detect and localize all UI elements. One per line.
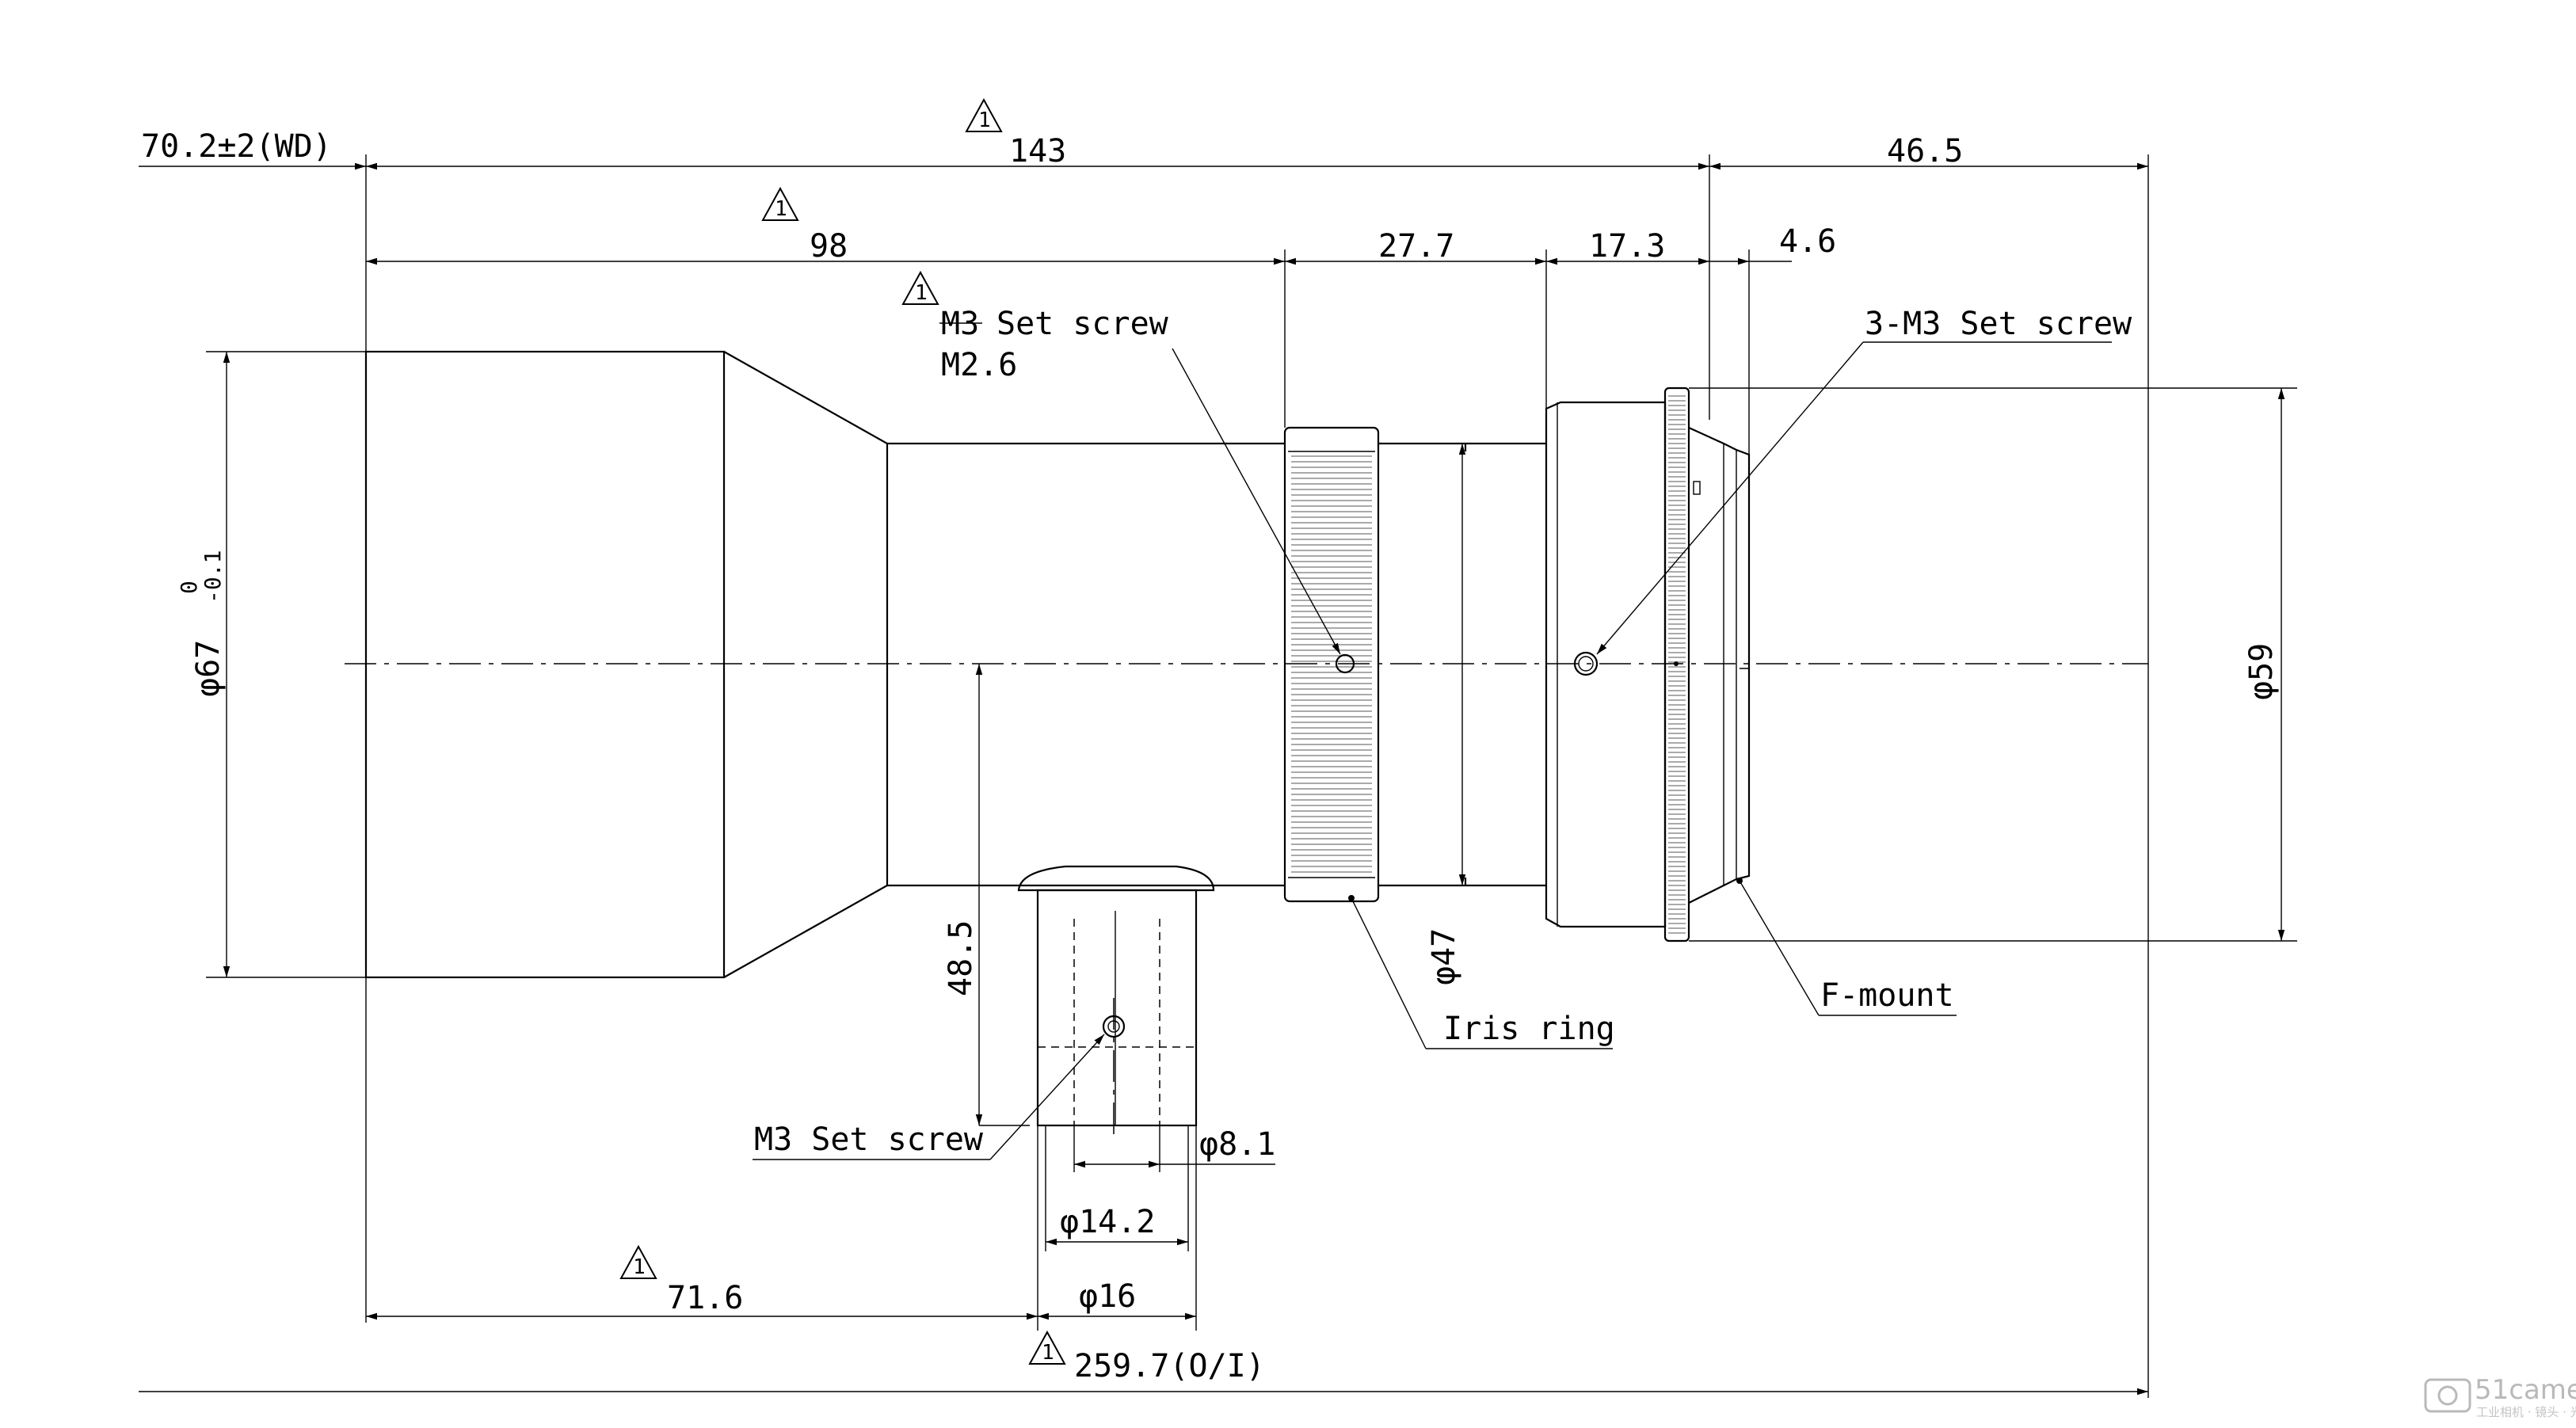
length-46-5-label: 46.5 xyxy=(1887,133,1963,169)
revision-triangle: 1 xyxy=(762,188,798,221)
m2-6-set-screw-hole xyxy=(1335,653,1355,674)
tripod-mount xyxy=(1017,865,1215,1140)
total-length-label: 259.7(O/I) xyxy=(1074,1348,1265,1384)
watermark-brand: 51camera xyxy=(2475,1374,2576,1406)
flange-knurling xyxy=(1668,395,1686,934)
length-4-6-label: 4.6 xyxy=(1779,223,1836,260)
wd-dimension-label: 70.2±2(WD) xyxy=(141,128,332,165)
front-barrel xyxy=(364,350,726,979)
dia-59-label: φ59 xyxy=(2243,643,2280,700)
svg-text:1: 1 xyxy=(633,1255,646,1279)
svg-text:1: 1 xyxy=(775,197,787,221)
top-screw-label: Set screw xyxy=(996,306,1169,342)
dia-16-label: φ16 xyxy=(1079,1278,1136,1315)
revision-triangle: 1 xyxy=(902,272,939,305)
revision-marks: 1 1 1 1 1 xyxy=(620,99,1065,1365)
length-98-label: 98 xyxy=(810,228,848,265)
camera-logo-icon xyxy=(2424,1378,2471,1413)
top-screw-new-size: M2.6 xyxy=(941,347,1017,383)
length-17-3-label: 17.3 xyxy=(1589,228,1665,265)
height-48-5-label: 48.5 xyxy=(943,920,979,996)
lens-body xyxy=(345,350,2148,979)
f-mount-bayonet xyxy=(1688,426,1751,904)
watermark-tagline: 工业相机 · 镜头 · 光源 xyxy=(2476,1405,2576,1419)
revision-triangle: 1 xyxy=(1029,1331,1065,1365)
dia-14-2-label: φ14.2 xyxy=(1060,1204,1155,1240)
length-27-7-label: 27.7 xyxy=(1378,228,1454,265)
revision-triangle: 1 xyxy=(966,99,1002,132)
dimension-labels: 70.2±2(WD) 143 46.5 98 27.7 17.3 4.6 φ67… xyxy=(141,128,2280,1384)
iris-ring-label: Iris ring xyxy=(1443,1011,1615,1047)
revision-triangle: 1 xyxy=(620,1246,657,1279)
main-tube xyxy=(887,442,1285,887)
tripod-mount-thread xyxy=(1037,1046,1197,1126)
mount-flange xyxy=(1663,387,1690,942)
length-71-6-label: 71.6 xyxy=(667,1280,743,1316)
dia-8-1-label: φ8.1 xyxy=(1199,1126,1275,1163)
dia-47-label: φ47 xyxy=(1426,928,1462,985)
dimension-lines xyxy=(139,162,2285,1396)
m3-set-screw-hole xyxy=(1573,651,1599,676)
taper-section xyxy=(723,351,889,978)
svg-text:1: 1 xyxy=(1042,1341,1054,1365)
tripod-mount-post xyxy=(1036,889,1198,1127)
rear-housing xyxy=(1545,401,1667,928)
iris-ring xyxy=(1283,426,1380,903)
dia-67-tol-lower: -0.1 xyxy=(200,550,226,604)
tripod-mount-cap xyxy=(1017,865,1215,892)
leader-lines xyxy=(753,341,2112,1160)
top-screw-old-size: M3 xyxy=(941,306,979,342)
mount-screws-label: 3-M3 Set screw xyxy=(1865,306,2132,342)
f-mount-label: F-mount xyxy=(1820,977,1954,1014)
dia-67-tol-upper: 0 xyxy=(176,581,202,594)
callout-labels: M3 Set screw M2.6 3-M3 Set screw M3 Set … xyxy=(754,306,2132,1158)
watermark: 51camera 工业相机 · 镜头 · 光源 xyxy=(2424,1374,2576,1419)
bottom-screw-label: M3 Set screw xyxy=(754,1121,984,1158)
dia-67-label: φ67 xyxy=(190,640,227,697)
svg-text:1: 1 xyxy=(978,109,991,132)
iris-ring-knurling xyxy=(1291,455,1372,873)
length-143-label: 143 xyxy=(1009,133,1066,169)
svg-text:1: 1 xyxy=(915,281,928,305)
